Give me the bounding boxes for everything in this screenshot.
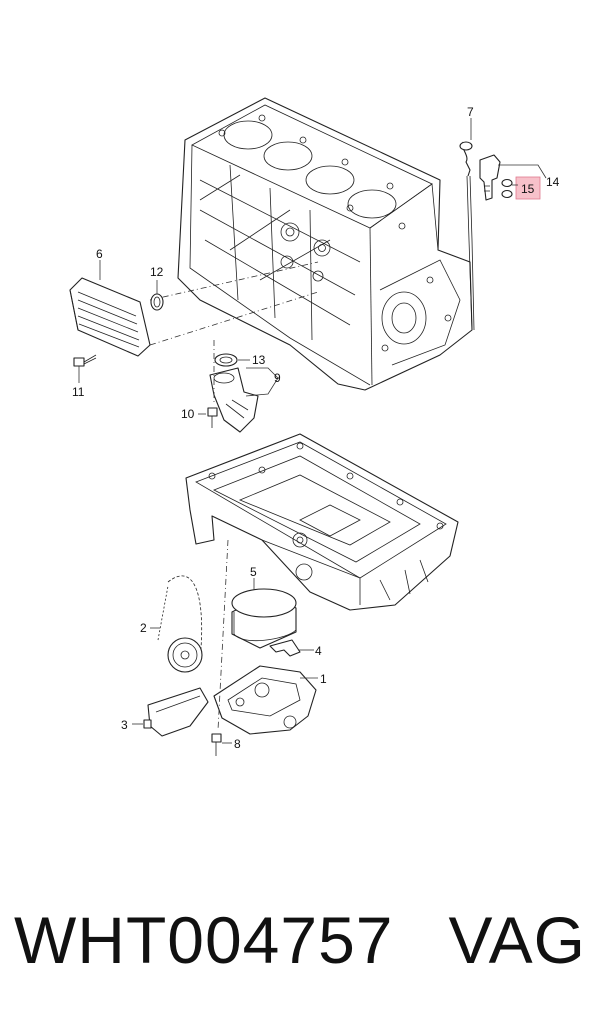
callout-14: 14 bbox=[546, 175, 560, 189]
callout-11: 11 bbox=[72, 385, 85, 399]
callout-5: 5 bbox=[250, 565, 257, 579]
callout-10: 10 bbox=[181, 407, 195, 421]
cooler-bolt bbox=[73, 354, 97, 383]
pump-bolt bbox=[211, 733, 232, 756]
oil-pump bbox=[213, 665, 318, 735]
callout-15: 15 bbox=[521, 182, 535, 196]
oil-cooler bbox=[69, 260, 151, 357]
chain-guard bbox=[132, 687, 209, 737]
oil-filter bbox=[231, 578, 297, 649]
oil-pan bbox=[185, 433, 459, 611]
o-ring-seals bbox=[501, 176, 541, 200]
highlight-box bbox=[515, 176, 541, 200]
mounting-axis-line bbox=[217, 539, 229, 731]
brand-name: VAG bbox=[448, 903, 586, 977]
callout-13: 13 bbox=[252, 353, 266, 367]
part-number: WHT004757 bbox=[14, 903, 394, 977]
callout-8: 8 bbox=[234, 737, 241, 751]
pickup-bolt bbox=[198, 407, 218, 428]
oil-dipstick bbox=[459, 118, 475, 331]
mounting-axis-line bbox=[149, 261, 319, 301]
oil-pickup-pipe bbox=[209, 353, 279, 433]
callout-9: 9 bbox=[274, 371, 281, 385]
exploded-parts-diagram: 1 2 3 4 5 6 7 8 9 10 11 12 13 14 15 bbox=[69, 97, 560, 756]
callout-6: 6 bbox=[96, 247, 103, 261]
callout-12: 12 bbox=[150, 265, 164, 279]
callout-4: 4 bbox=[315, 644, 322, 658]
mounting-axis-line bbox=[149, 291, 319, 346]
oil-level-sensor bbox=[479, 154, 547, 201]
callout-1: 1 bbox=[320, 672, 327, 686]
pump-bracket bbox=[269, 639, 314, 657]
callout-7: 7 bbox=[467, 105, 474, 119]
drive-chain bbox=[150, 575, 203, 661]
cooler-gasket bbox=[150, 280, 164, 311]
sprocket bbox=[167, 637, 203, 673]
footer-bar: WHT004757 VAG bbox=[0, 890, 600, 990]
callout-3: 3 bbox=[121, 718, 128, 732]
callout-2: 2 bbox=[140, 621, 147, 635]
engine-block bbox=[177, 97, 473, 391]
